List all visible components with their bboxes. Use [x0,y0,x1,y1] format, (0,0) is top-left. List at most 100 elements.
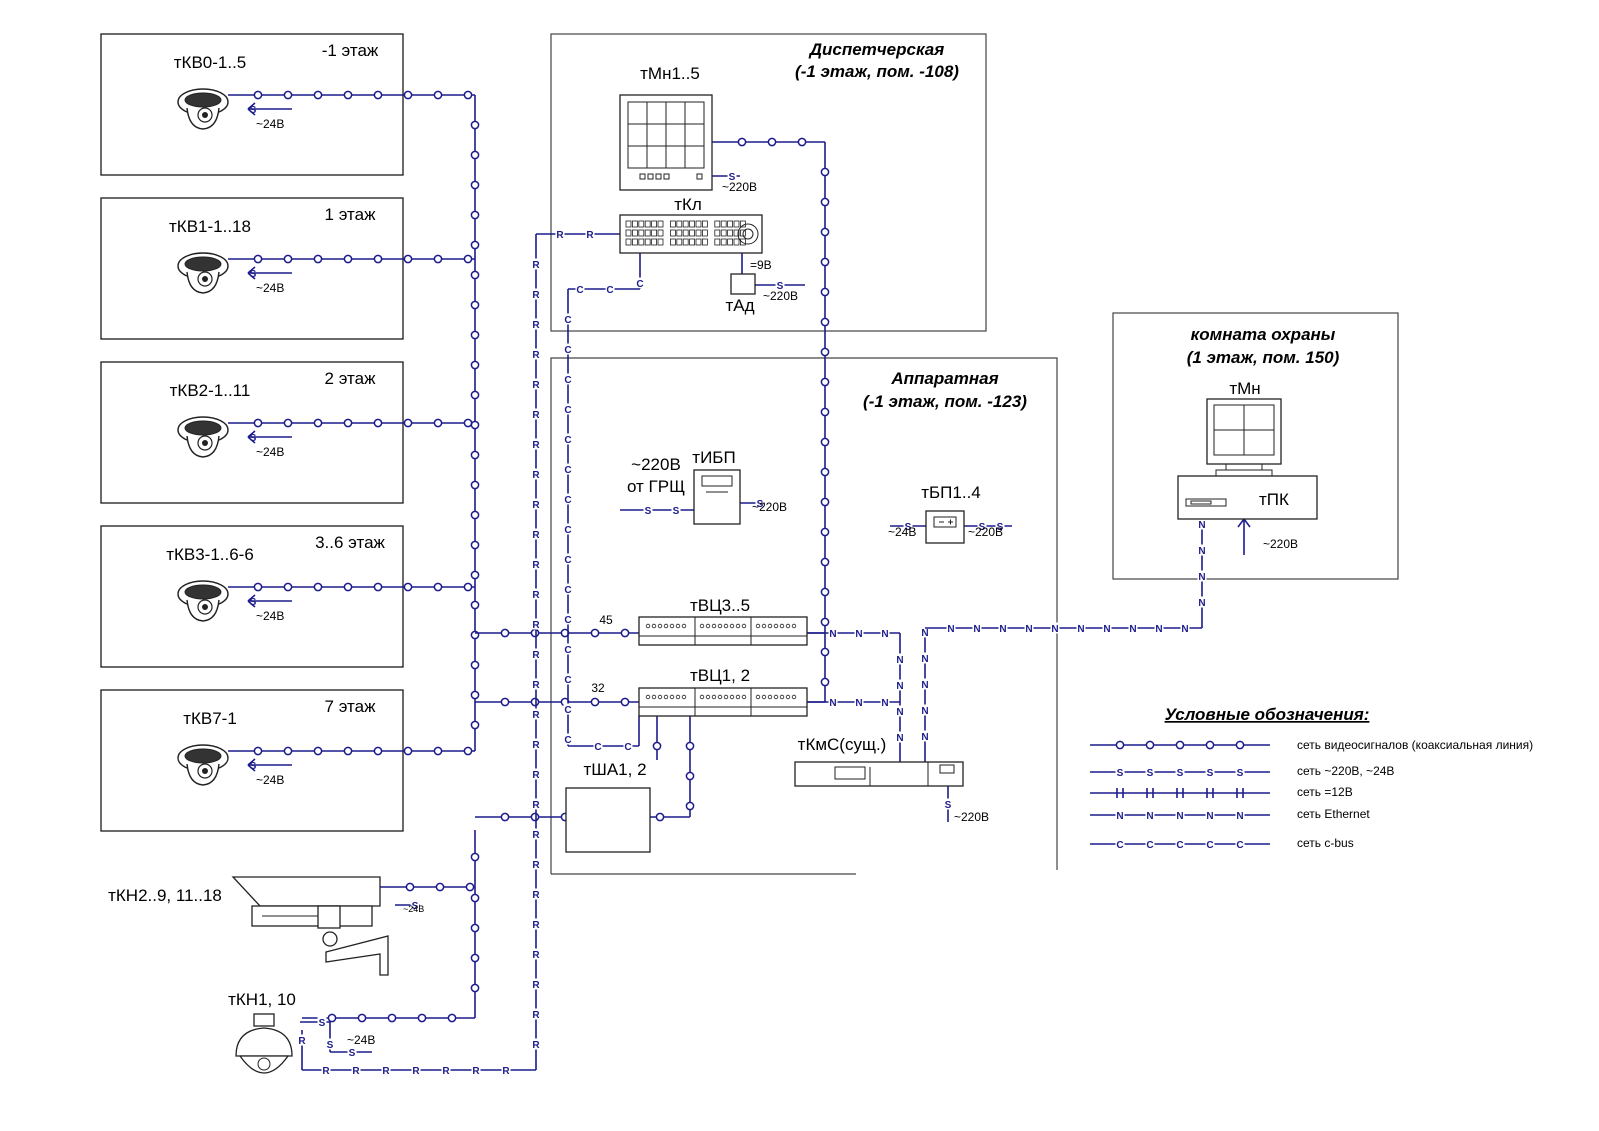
camera-group-label: тКВ0-1..5 [174,53,247,72]
svg-text:R: R [532,890,540,901]
pc-power-label: ~220В [1263,537,1298,551]
legend-item-video: сеть видеосигналов (коаксиальная линия) [1297,738,1533,752]
svg-text:S: S [1177,768,1184,779]
svg-text:S: S [1237,768,1244,779]
floor-label: -1 этаж [322,41,379,60]
hardware-room-location: (-1 этаж, пом. -123) [863,392,1027,411]
svg-text:N: N [1116,811,1123,822]
svg-text:C: C [564,675,571,686]
pc-label: тПК [1259,490,1289,509]
svg-text:S: S [945,800,952,811]
svg-text:C: C [564,435,571,446]
svg-text:S: S [997,522,1004,533]
svg-text:S: S [1117,768,1124,779]
adapter-dc-label: =9В [750,258,772,272]
svg-text:R: R [442,1066,450,1077]
svg-text:R: R [532,560,540,571]
svg-text:R: R [532,410,540,421]
svg-text:R: R [532,980,540,991]
dispatch-room-location: (-1 этаж, пом. -108) [795,62,959,81]
svg-text:N: N [947,624,954,635]
dome-camera-icon [177,252,229,294]
svg-text:S: S [905,522,912,533]
monitor-dispatch-power-label: ~220В [722,180,757,194]
camera-group-label: тКВ2-1..11 [170,381,251,400]
cabinet-icon [565,787,651,853]
video-processor-1-2-channels: 32 [591,681,605,695]
svg-text:S: S [412,901,419,912]
svg-text:N: N [921,654,928,665]
svg-text:C: C [1116,840,1123,851]
psu-label: тБП1..4 [921,483,981,502]
svg-text:N: N [896,733,903,744]
psu-output-label: ~220В [968,525,1003,539]
svg-text:R: R [532,1040,540,1051]
svg-text:C: C [1236,840,1243,851]
adapter-icon [730,273,756,295]
svg-text:N: N [1176,811,1183,822]
svg-text:N: N [921,706,928,717]
ups-input-source-label: от ГРЩ [627,477,685,496]
svg-text:N: N [1181,624,1188,635]
pc-icon [1177,475,1318,520]
svg-text:C: C [564,315,571,326]
svg-text:R: R [532,950,540,961]
svg-text:N: N [1103,624,1110,635]
ups-output-power-label: ~220В [752,500,787,514]
svg-text:N: N [881,629,888,640]
monitor-guard-label: тМн [1229,379,1260,398]
camera-power-label: ~24В [256,281,284,295]
svg-text:R: R [532,530,540,541]
svg-text:S: S [729,172,736,183]
svg-text:R: R [556,230,564,241]
svg-text:C: C [564,645,571,656]
svg-text:R: R [586,230,594,241]
svg-text:N: N [1198,546,1205,557]
svg-text:R: R [382,1066,390,1077]
svg-text:N: N [999,624,1006,635]
video-processor-3-5-icon [638,616,808,646]
svg-text:C: C [564,585,571,596]
svg-text:C: C [564,405,571,416]
floor-label: 7 этаж [325,697,377,716]
svg-text:N: N [896,655,903,666]
svg-text:R: R [352,1066,360,1077]
svg-text:N: N [1198,572,1205,583]
svg-text:C: C [564,555,571,566]
svg-text:S: S [757,499,764,510]
switch-label: тКмС(сущ.) [798,735,887,754]
floor-box-1: тКВ1-1..18 1 этаж ~24В [100,197,404,340]
legend-item-ethernet: сеть Ethernet [1297,807,1370,821]
svg-text:C: C [636,279,643,290]
svg-text:C: C [624,742,631,753]
svg-text:C: C [594,742,601,753]
video-processor-3-5-label: тВЦ3..5 [690,596,750,615]
hardware-room-frame [550,357,1058,874]
svg-text:R: R [532,470,540,481]
svg-text:R: R [412,1066,420,1077]
svg-text:C: C [564,375,571,386]
keyboard-icon [619,214,763,254]
monitor-dispatch-icon [619,94,713,191]
dispatch-room-title: Диспетчерская [808,40,945,59]
svg-text:N: N [1146,811,1153,822]
ptz-camera-label: тКН1, 10 [228,990,296,1009]
svg-text:N: N [1206,811,1213,822]
video-processor-1-2-label: тВЦ1, 2 [690,666,750,685]
svg-text:S: S [1207,768,1214,779]
svg-text:N: N [855,698,862,709]
floor-box-0: тКВ0-1..5 -1 этаж ~24В [100,33,404,176]
ptz-camera-power-label: ~24В [347,1033,375,1047]
svg-text:N: N [829,629,836,640]
legend-item-dc12: сеть =12В [1297,785,1353,799]
svg-text:R: R [532,290,540,301]
svg-text:R: R [532,590,540,601]
dome-camera-icon [177,416,229,458]
switch-icon [794,761,964,787]
svg-text:S: S [777,281,784,292]
svg-text:R: R [532,380,540,391]
floor-label: 2 этаж [325,369,377,388]
svg-text:S: S [349,1048,356,1059]
